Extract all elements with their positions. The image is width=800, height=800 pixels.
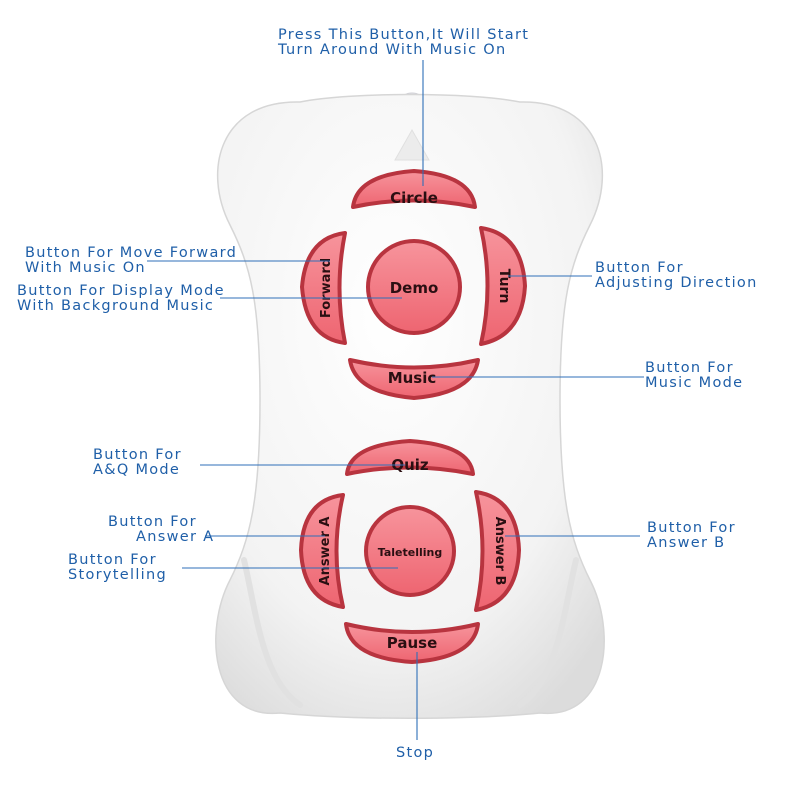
taletelling-button-label: Taletelling [378,546,442,559]
answer-a-button-label: Answer A [318,517,333,586]
demo-button[interactable]: Demo [366,239,462,335]
forward-button-label: Forward [319,258,334,318]
callout-forward: Button For Move Forward With Music On [25,245,238,276]
turn-button-label: Turn [496,269,512,304]
callout-quiz: Button For A&Q Mode [93,447,182,478]
callout-turn: Button For Adjusting Direction [595,260,758,291]
callout-music: Button For Music Mode [645,360,744,391]
pause-button-label: Pause [387,634,438,652]
callout-answer-a: Button For Answer A [108,514,215,545]
turn-button[interactable]: Turn [479,226,527,346]
quiz-button-label: Quiz [391,456,429,474]
callout-circle: Press This Button,It Will Start Turn Aro… [278,27,530,58]
music-button[interactable]: Music [348,358,480,400]
answer-b-button[interactable]: Answer B [474,490,521,612]
answer-a-button[interactable]: Answer A [299,493,345,609]
pause-button[interactable]: Pause [344,622,480,664]
body-edge-shading [241,557,579,708]
callout-pause: Stop [396,745,435,761]
callout-answer-b: Button For Answer B [647,520,736,551]
answer-b-button-label: Answer B [492,517,507,586]
callout-demo: Button For Display Mode With Background … [17,283,225,314]
up-arrow-mark [394,128,430,161]
taletelling-button[interactable]: Taletelling [364,505,456,597]
callout-taletelling: Button For Storytelling [68,552,167,583]
circle-button[interactable]: Circle [351,169,477,209]
quiz-button[interactable]: Quiz [345,439,475,476]
demo-button-label: Demo [390,279,439,297]
music-button-label: Music [388,369,437,387]
circle-button-label: Circle [390,189,438,207]
